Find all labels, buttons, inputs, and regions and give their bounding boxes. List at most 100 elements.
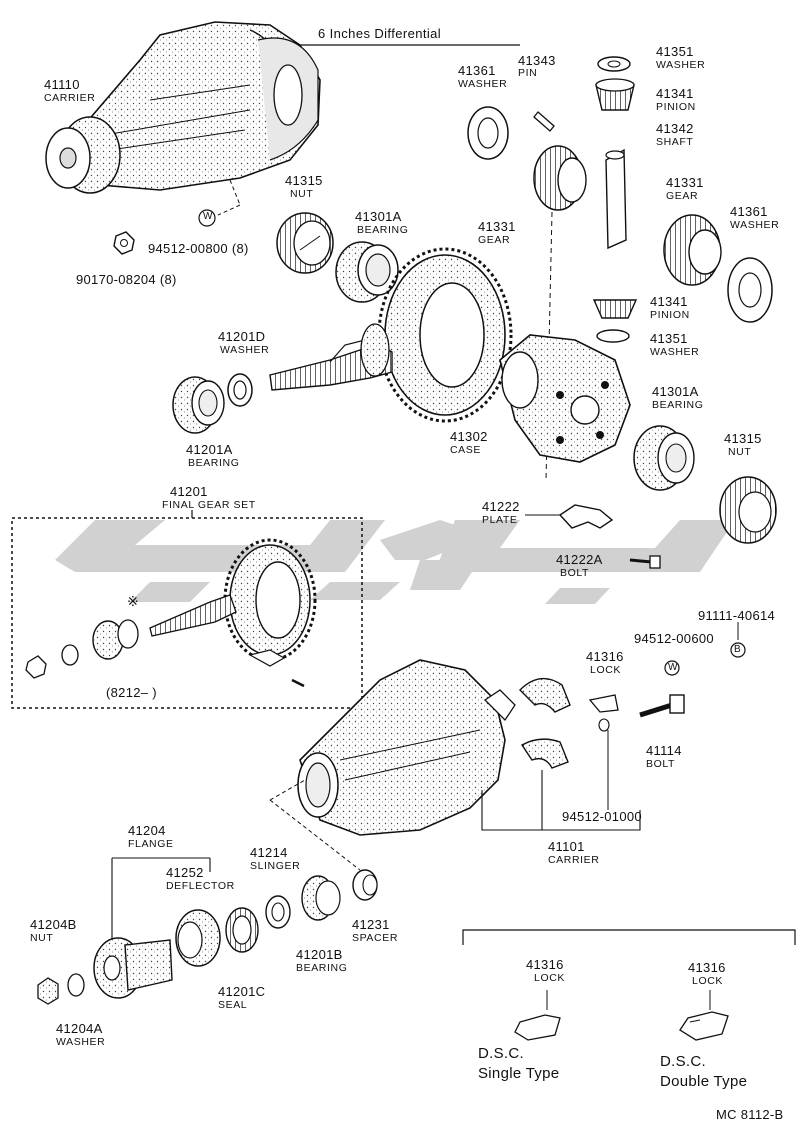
carrier-41101-drawing [297, 659, 516, 836]
spacer-41231-drawing [352, 869, 378, 901]
label-41341-mid-name: PINION [650, 309, 690, 321]
lock-41316-single-drawing [514, 990, 561, 1041]
label-41222-no: 41222 [482, 499, 520, 514]
label-41351-top-name: WASHER [656, 59, 706, 71]
bearing-41201a-drawing [172, 376, 225, 434]
label-41222a-name: BOLT [560, 567, 590, 579]
label-41301a-top-name: BEARING [357, 224, 409, 236]
label-41331-left-no: 41331 [478, 219, 516, 234]
label-41315-top-name: NUT [290, 188, 314, 200]
w-marker-1: W [203, 211, 213, 222]
label-41252-no: 41252 [166, 865, 204, 880]
label-41201b-no: 41201B [296, 947, 343, 962]
label-41361-left-no: 41361 [458, 63, 496, 78]
dsc-double-line1: D.S.C. [660, 1053, 706, 1070]
case-41302-drawing [499, 334, 631, 463]
label-41351-mid-no: 41351 [650, 331, 688, 346]
watermark-logo [55, 520, 735, 604]
flange-41204-drawing [93, 937, 173, 999]
label-41231-no: 41231 [352, 917, 390, 932]
nut-41204b-drawing [37, 977, 59, 1005]
slinger-41214-drawing [265, 895, 291, 929]
label-41301a-top-no: 41301A [355, 209, 402, 224]
b-marker-ring [730, 642, 746, 658]
label-41302-name: CASE [450, 444, 481, 456]
label-41316-double-no: 41316 [688, 960, 726, 975]
label-41316-double-name: LOCK [692, 975, 723, 987]
label-41331-right-name: GEAR [666, 190, 699, 202]
label-41204b-no: 41204B [30, 917, 77, 932]
label-41316-mid-no: 41316 [586, 649, 624, 664]
label-41204a-name: WASHER [56, 1036, 106, 1048]
lock-41316-double-drawing [679, 990, 729, 1041]
label-94512-00800: 94512-00800 (8) [148, 241, 249, 256]
nut-41315-right-drawing [719, 476, 777, 544]
nut-90170-drawing [113, 231, 135, 255]
label-41201-no: 41201 [170, 484, 208, 499]
dsc-single-line2: Single Type [478, 1065, 560, 1082]
label-91111: 91111-40614 [698, 608, 776, 623]
label-41222-name: PLATE [482, 514, 518, 526]
ring-gear-and-pinion-drawing [269, 247, 513, 423]
label-41343-no: 41343 [518, 53, 556, 68]
label-41201a-no: 41201A [186, 442, 233, 457]
note-8212-text: (8212– ) [106, 685, 157, 700]
label-41101-name: CARRIER [548, 854, 600, 866]
label-41351-mid-name: WASHER [650, 346, 700, 358]
label-41301a-right-name: BEARING [652, 399, 704, 411]
label-41315-top-no: 41315 [285, 173, 323, 188]
label-41201d-no: 41201D [218, 329, 266, 344]
lock-41316-mid-drawing [588, 694, 619, 810]
label-41343-name: PIN [518, 67, 538, 79]
nut-41315-top-drawing [276, 212, 334, 274]
dsc-double-line2: Double Type [660, 1073, 748, 1090]
star-marker: ※ [127, 593, 139, 609]
final-gear-set-drawing [25, 538, 317, 688]
washer-41204a-drawing [67, 973, 85, 997]
plate-41222-drawing [525, 504, 614, 529]
bolt-41222a-drawing [629, 555, 661, 569]
label-41214-no: 41214 [250, 845, 288, 860]
label-41204a-no: 41204A [56, 1021, 103, 1036]
label-41222a-no: 41222A [556, 552, 603, 567]
diagram-title: 6 Inches Differential [318, 26, 442, 41]
label-41316-single-name: LOCK [534, 972, 565, 984]
label-41101-no: 41101 [548, 839, 585, 854]
w-marker-ring-1 [198, 209, 216, 227]
label-41301a-right-no: 41301A [652, 384, 699, 399]
label-94512-01000: 94512-01000 [562, 809, 642, 824]
gear-41331-right-drawing [663, 214, 722, 286]
bolt-41114-drawing [639, 694, 685, 718]
label-41201c-no: 41201C [218, 984, 266, 999]
label-41201-name: FINAL GEAR SET [162, 499, 256, 511]
label-41316-single-no: 41316 [526, 957, 564, 972]
pin-41343-drawing [533, 111, 555, 132]
b-marker: B [734, 644, 741, 655]
label-41204-no: 41204 [128, 823, 166, 838]
pinion-41341-top-drawing [595, 78, 635, 111]
label-41315-right-name: NUT [728, 446, 752, 458]
w-marker-ring-2 [664, 660, 680, 676]
label-41361-right-name: WASHER [730, 219, 780, 231]
label-94512-00600: 94512-00600 [634, 631, 714, 646]
label-41342-no: 41342 [656, 121, 694, 136]
label-41316-mid-name: LOCK [590, 664, 621, 676]
label-41342-name: SHAFT [656, 136, 694, 148]
label-41361-right-no: 41361 [730, 204, 768, 219]
label-41331-right-no: 41331 [666, 175, 704, 190]
label-41341-top-name: PINION [656, 101, 696, 113]
label-41110-name: CARRIER [44, 92, 96, 104]
carrier-41110-drawing [45, 21, 321, 216]
label-41201a-name: BEARING [188, 457, 240, 469]
label-41341-top-no: 41341 [656, 86, 694, 101]
pinion-41341-mid-drawing [592, 299, 638, 319]
dsc-single-line1: D.S.C. [478, 1045, 524, 1062]
label-41204-name: FLANGE [128, 838, 174, 850]
label-41214-name: SLINGER [250, 860, 301, 872]
bearing-41201b-drawing [301, 875, 341, 921]
label-41201c-name: SEAL [218, 999, 248, 1011]
label-41114-name: BOLT [646, 758, 676, 770]
washer-41351-top-drawing [597, 56, 631, 72]
